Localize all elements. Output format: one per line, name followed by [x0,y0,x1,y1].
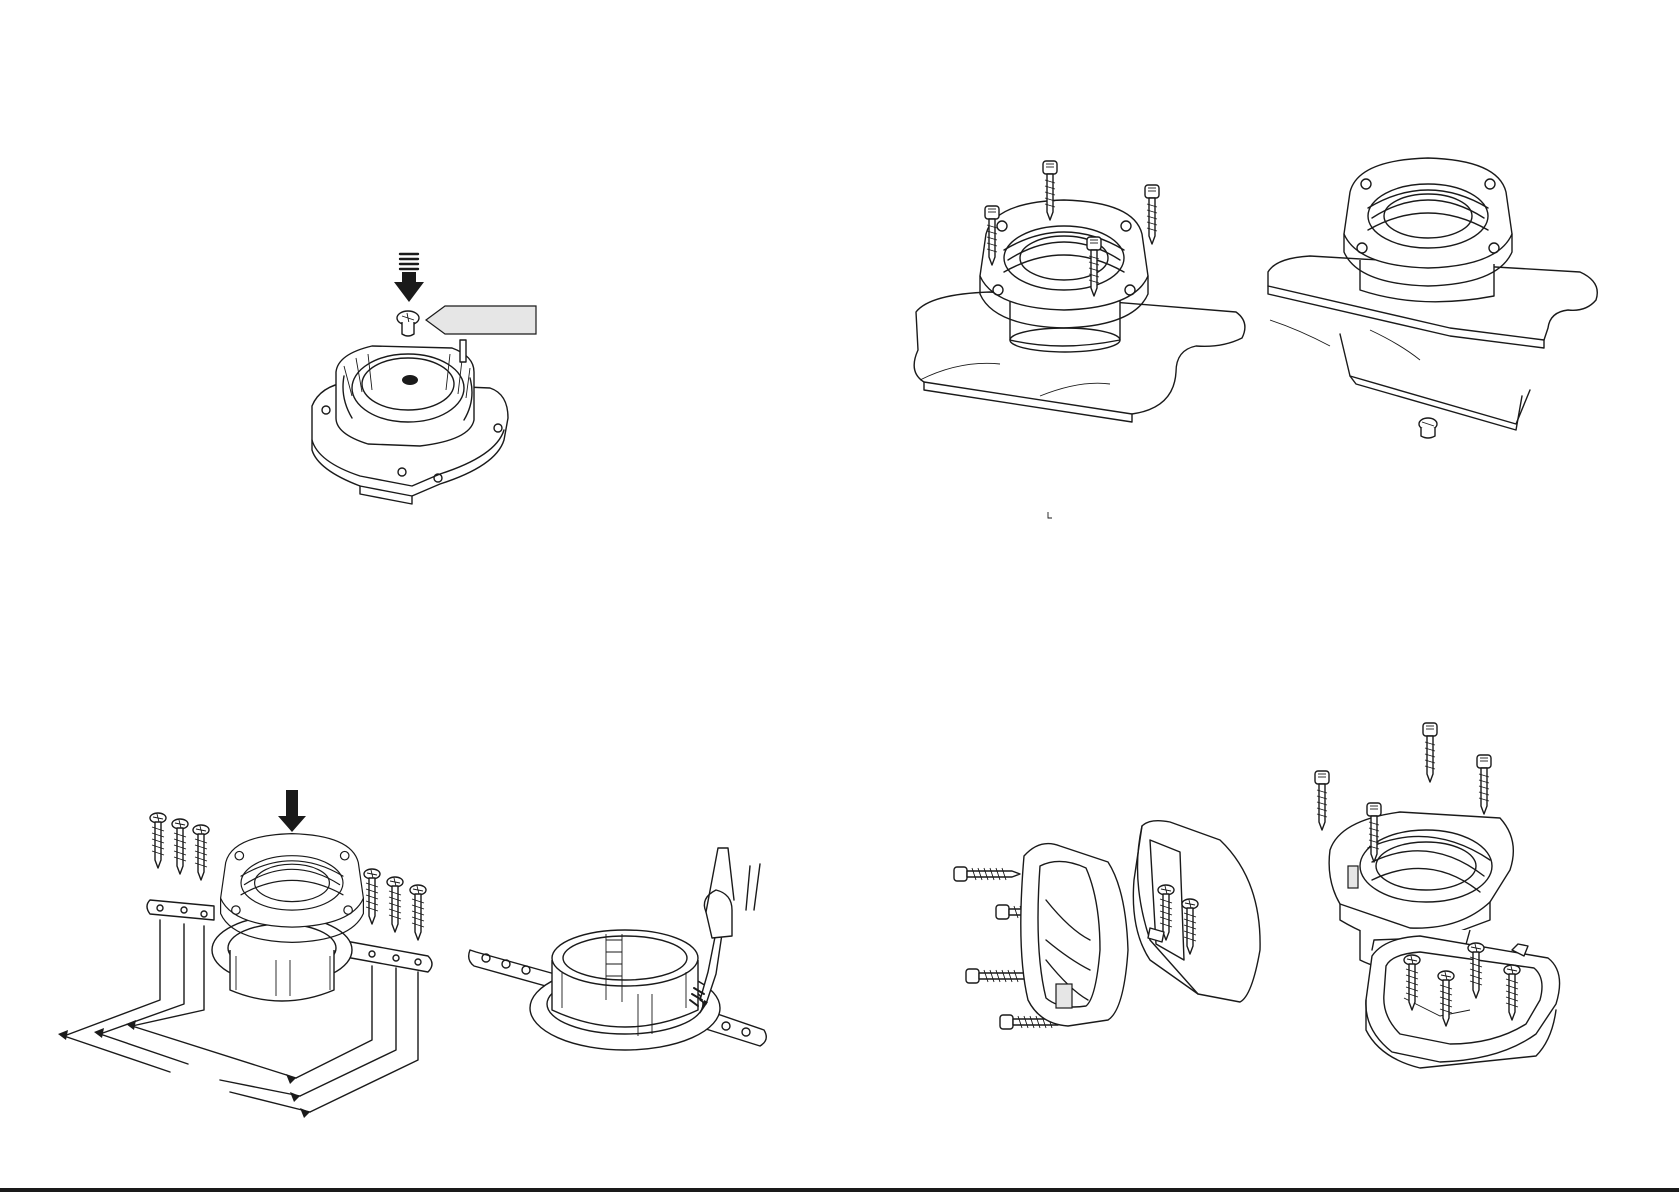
screw-icon [193,825,209,880]
cap-screw-icon [1419,418,1437,438]
corner-mark [1048,512,1052,518]
panel-ring-removal [469,848,767,1050]
panel-snap-ring-mount [58,790,432,1118]
screw-icon [1145,185,1159,244]
page-bottom-rule [0,1188,1679,1192]
screw-icon [954,867,1020,881]
callout-label-box [426,306,536,334]
tweeter-back-body [312,340,508,504]
dimension-line [64,920,160,1036]
down-arrow-icon [278,790,306,832]
screw-icon [966,969,1032,983]
panel-surface-housing-side [954,821,1260,1029]
screw-icon [1315,771,1329,830]
cap-screw-icon [397,311,419,336]
screw-icon [1423,723,1437,782]
panel-flange-screw-mount [914,161,1245,422]
mounting-bracket [1340,334,1530,424]
screw-icon [364,869,380,924]
screw-icon [150,813,166,868]
housing-shell [1138,821,1261,1002]
down-arrow-icon [394,254,424,302]
screw-icon [387,877,403,932]
screw-icon [410,885,426,940]
tweeter-side [1021,844,1128,1026]
panel-tweeter-mount-cap [312,254,536,504]
screw-icon [172,819,188,874]
panel-bracket-mount [1268,158,1597,438]
panel-surface-housing-top [1315,723,1560,1068]
screw-icon [1477,755,1491,814]
spacer-strip [340,940,432,972]
